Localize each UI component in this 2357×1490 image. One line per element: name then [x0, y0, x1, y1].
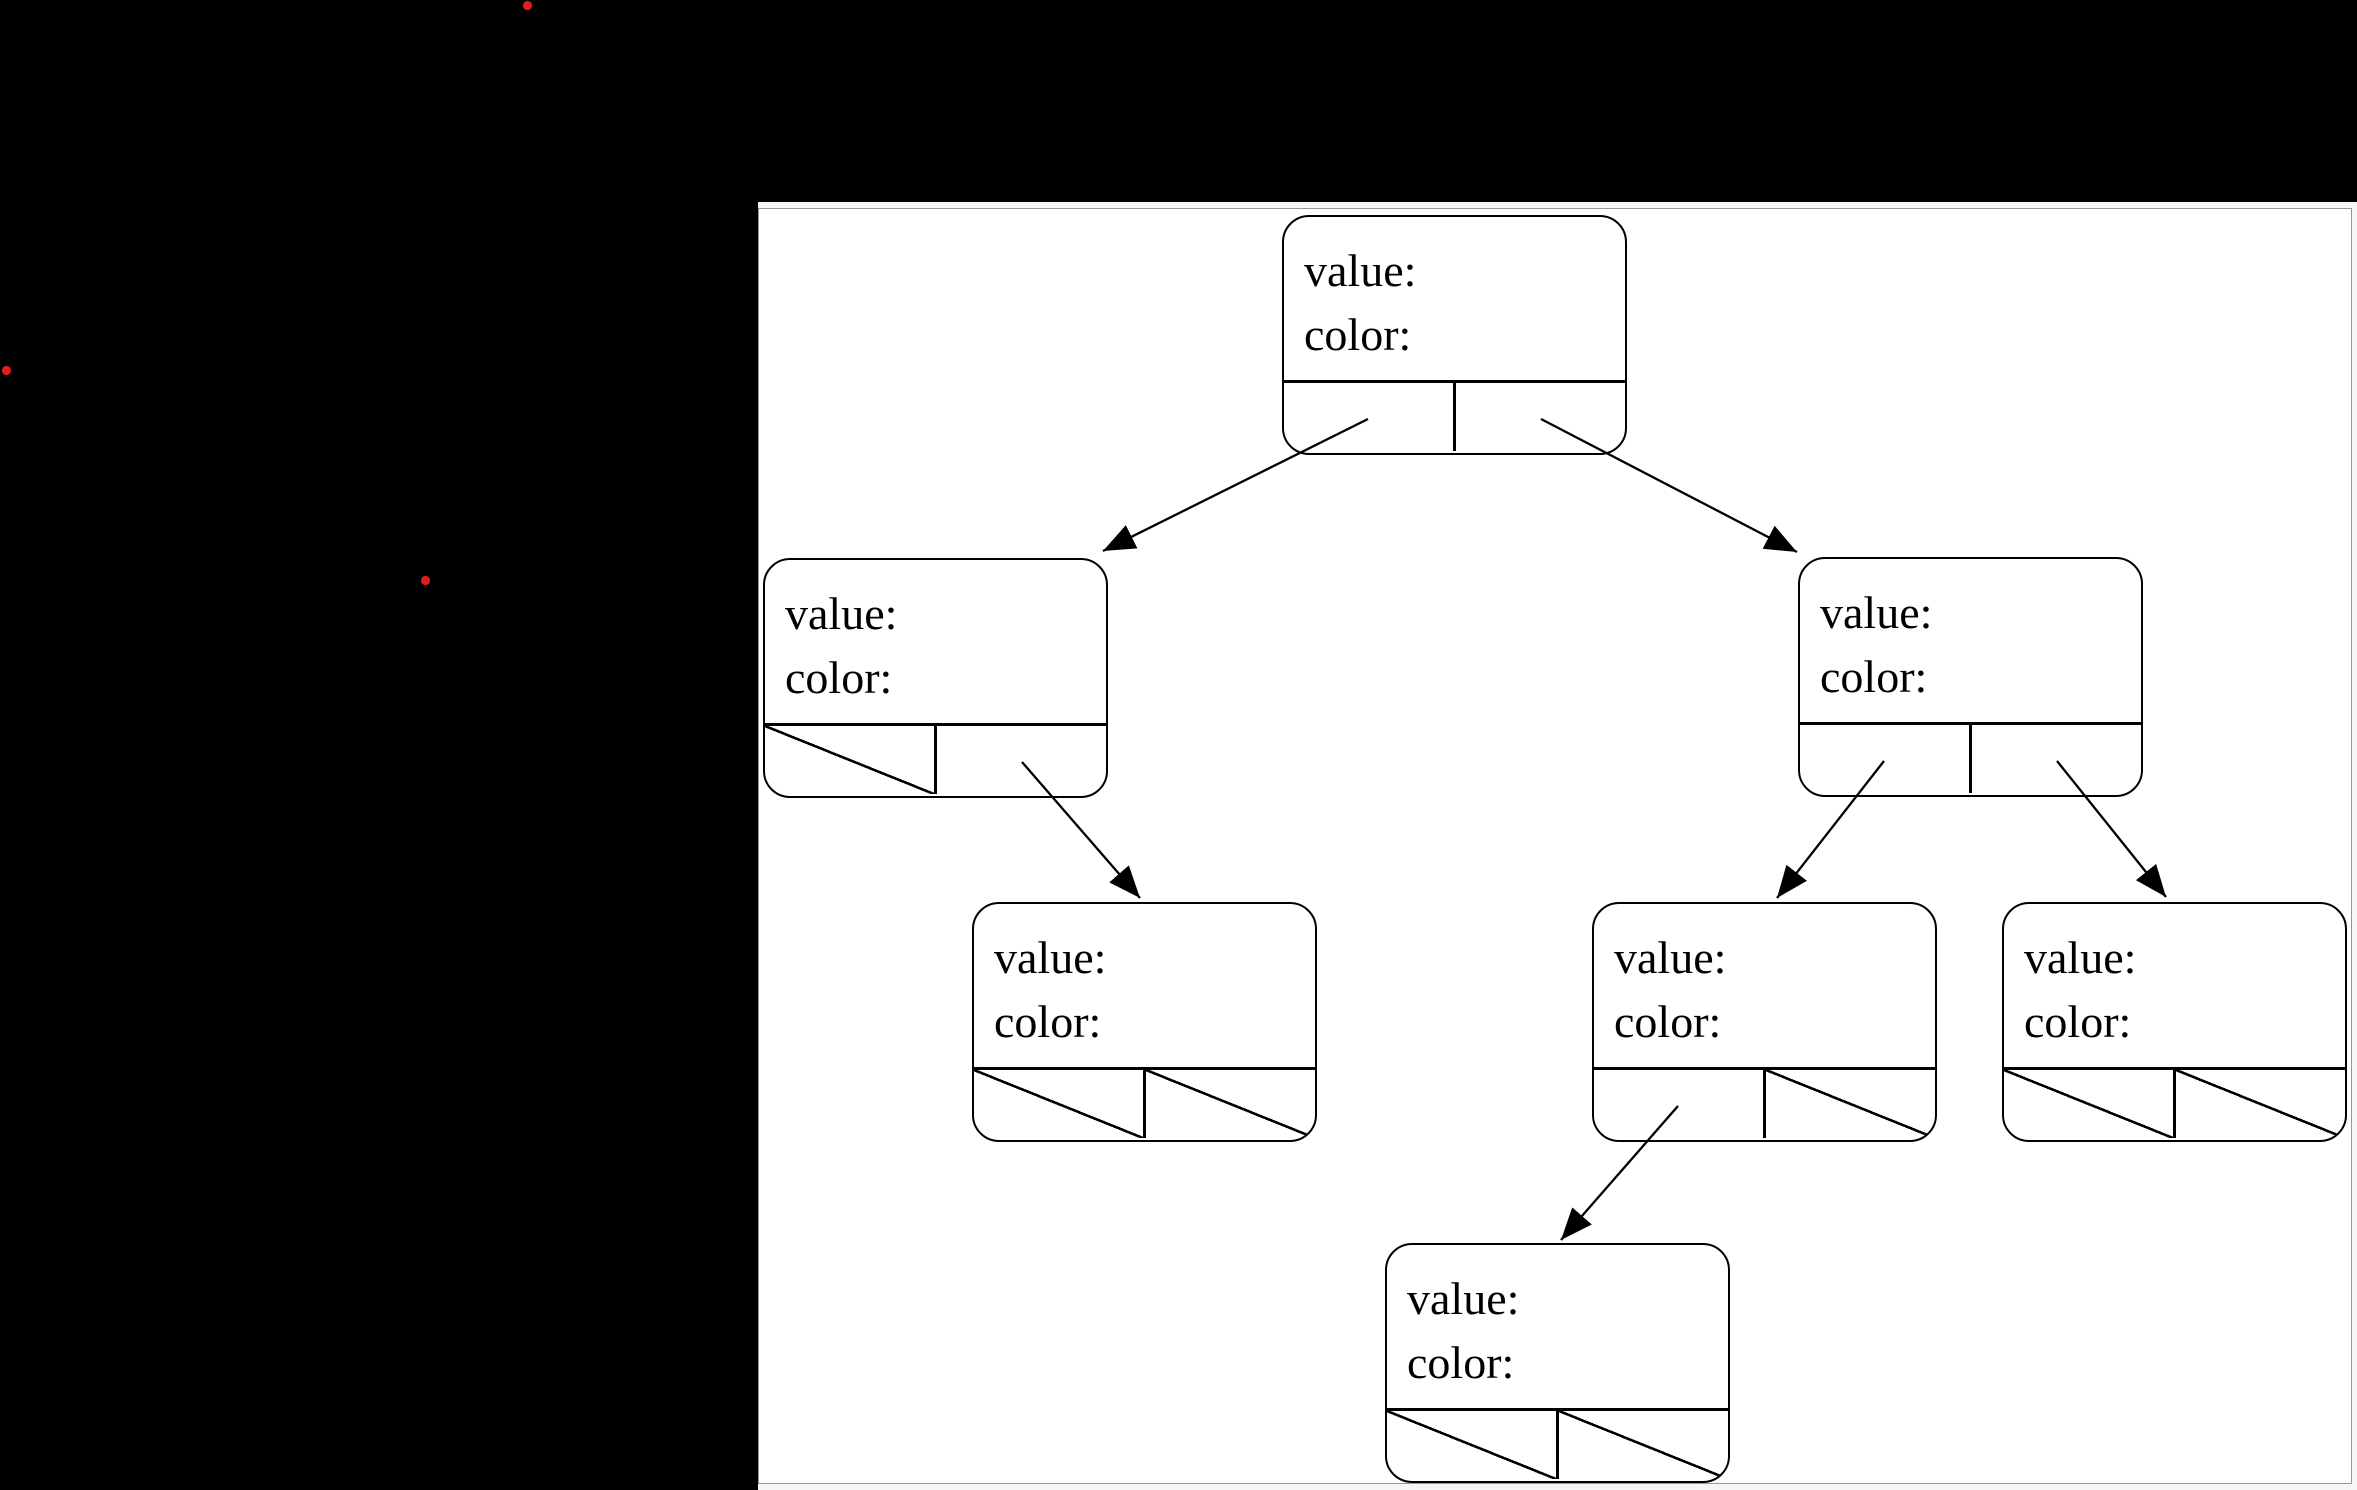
right-pointer-cell	[937, 726, 1106, 794]
red-dot-2	[1, 365, 12, 376]
value-label: value:	[1820, 587, 1933, 638]
red-dot-1	[522, 0, 533, 11]
pointer-cells	[1594, 1067, 1935, 1138]
node-labels: value: color:	[1594, 904, 1935, 1067]
color-label: color:	[1614, 996, 1722, 1047]
tree-node-right-right: value: color:	[2002, 902, 2347, 1142]
node-labels: value: color:	[2004, 904, 2345, 1067]
value-label: value:	[1407, 1273, 1520, 1324]
tree-node-left-right: value: color:	[972, 902, 1317, 1142]
left-pointer-cell	[1284, 383, 1456, 451]
left-pointer-cell-null	[2004, 1070, 2176, 1138]
node-labels: value: color:	[1387, 1245, 1728, 1408]
value-label: value:	[1304, 245, 1417, 296]
color-label: color:	[2024, 996, 2132, 1047]
right-pointer-cell	[1972, 725, 2141, 793]
color-label: color:	[785, 652, 893, 703]
node-labels: value: color:	[974, 904, 1315, 1067]
color-label: color:	[1304, 309, 1412, 360]
value-label: value:	[994, 932, 1107, 983]
tree-node-root: value: color:	[1282, 215, 1627, 455]
left-pointer-cell-null	[974, 1070, 1146, 1138]
right-pointer-cell	[1456, 383, 1625, 451]
value-label: value:	[2024, 932, 2137, 983]
right-pointer-cell-null	[1766, 1070, 1935, 1138]
node-labels: value: color:	[1284, 217, 1625, 380]
pointer-cells	[1387, 1408, 1728, 1479]
pointer-cells	[974, 1067, 1315, 1138]
right-pointer-cell-null	[1559, 1411, 1728, 1479]
right-pointer-cell-null	[1146, 1070, 1315, 1138]
value-label: value:	[785, 588, 898, 639]
value-label: value:	[1614, 932, 1727, 983]
color-label: color:	[1407, 1337, 1515, 1388]
pointer-cells	[765, 723, 1106, 794]
left-pointer-cell-null	[1387, 1411, 1559, 1479]
red-dot-3	[420, 575, 431, 586]
left-pointer-cell	[1800, 725, 1972, 793]
node-labels: value: color:	[1800, 559, 2141, 722]
tree-node-right-left-left: value: color:	[1385, 1243, 1730, 1483]
right-pointer-cell-null	[2176, 1070, 2345, 1138]
pointer-cells	[2004, 1067, 2345, 1138]
left-pointer-cell	[1594, 1070, 1766, 1138]
color-label: color:	[994, 996, 1102, 1047]
pointer-cells	[1284, 380, 1625, 451]
tree-node-left: value: color:	[763, 558, 1108, 798]
pointer-cells	[1800, 722, 2141, 793]
left-pointer-cell-null	[765, 726, 937, 794]
tree-node-right-left: value: color:	[1592, 902, 1937, 1142]
color-label: color:	[1820, 651, 1928, 702]
tree-node-right: value: color:	[1798, 557, 2143, 797]
node-labels: value: color:	[765, 560, 1106, 723]
